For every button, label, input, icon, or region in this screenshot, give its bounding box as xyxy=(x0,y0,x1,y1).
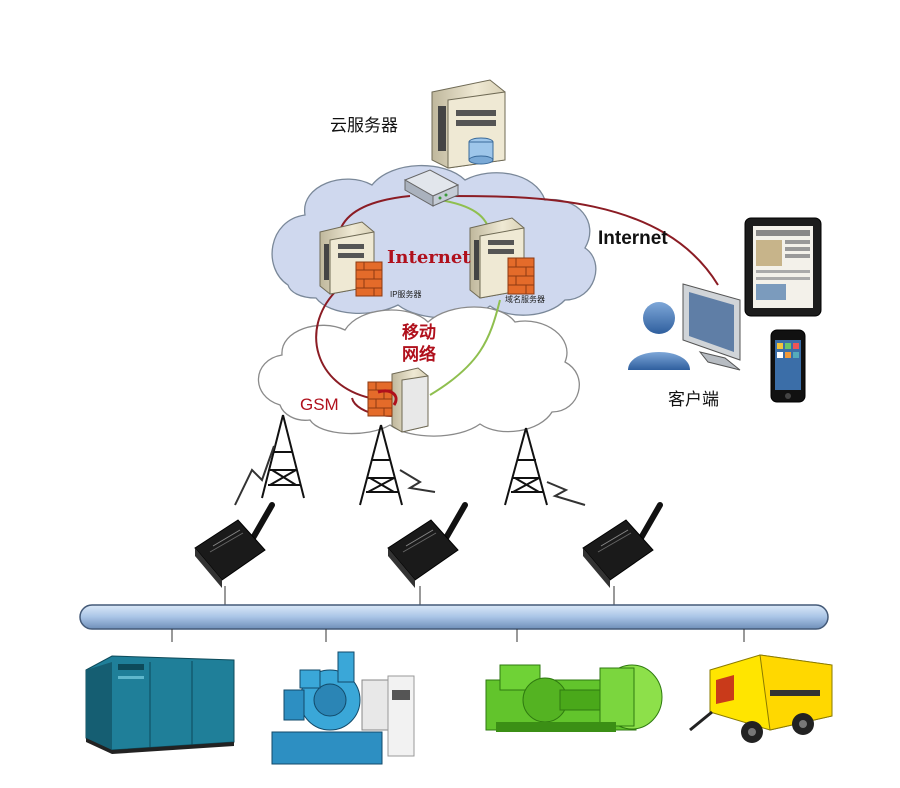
user-icon xyxy=(628,302,690,370)
monitor-icon xyxy=(682,283,741,371)
gsm-modem-icon xyxy=(582,502,663,588)
portable-diesel-compressor xyxy=(689,654,833,743)
green-industrial-compressor xyxy=(485,664,663,732)
smartphone-icon xyxy=(770,329,806,403)
cell-tower-icon xyxy=(234,414,305,506)
mobile-network-label-line1: 移动 xyxy=(402,323,436,342)
mobile-network-label-line2: 网络 xyxy=(402,345,436,364)
dns-server-label: 域名服务器 xyxy=(505,295,545,304)
cloud-server-icon xyxy=(431,79,506,169)
cloud-server-label: 云服务器 xyxy=(330,116,398,135)
firewall-icon xyxy=(355,261,383,297)
cell-tower-icon xyxy=(359,424,436,506)
bus-pipe xyxy=(79,604,829,630)
gsm-label: GSM xyxy=(300,395,339,414)
internet-link-label: Internet xyxy=(598,228,668,249)
internet-cloud-label: Internet xyxy=(387,247,471,268)
centrifugal-compressor xyxy=(271,651,415,765)
mobile-network-label: 移动 网络 xyxy=(402,322,436,366)
gsm-modem-icon xyxy=(387,502,468,588)
client-label: 客户端 xyxy=(668,390,719,409)
firewall-icon xyxy=(507,257,535,295)
dns-server-icon xyxy=(469,217,535,299)
ip-server-label: IP服务器 xyxy=(390,290,422,299)
link-cloud-to-client xyxy=(419,194,719,286)
gsm-gateway-icon xyxy=(367,367,429,433)
screw-air-compressor xyxy=(85,655,235,754)
cell-tower-icon xyxy=(504,427,586,506)
gsm-modem-icon xyxy=(194,502,275,588)
ip-server-icon xyxy=(319,221,383,297)
firewall-icon xyxy=(367,381,393,417)
router-icon xyxy=(403,169,460,207)
link-dns-server-to-gsm xyxy=(429,299,501,396)
link-ip-server-to-gsm xyxy=(315,291,371,399)
tablet-icon xyxy=(744,217,822,317)
